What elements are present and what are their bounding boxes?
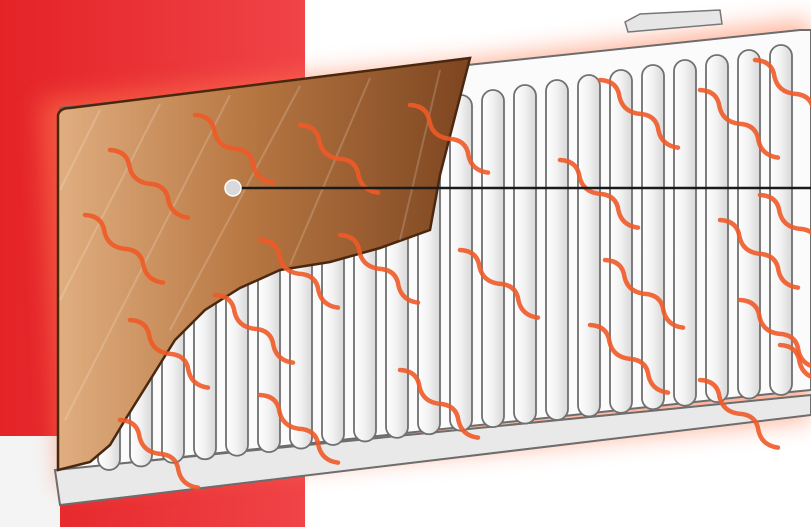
radiator-fin bbox=[738, 50, 760, 399]
radiator-fin bbox=[578, 75, 600, 416]
radiator-fin bbox=[706, 55, 728, 402]
pointer-dot bbox=[225, 180, 241, 196]
radiator-fin bbox=[674, 60, 696, 406]
radiator-fin bbox=[546, 80, 568, 420]
mounting-bracket bbox=[625, 10, 722, 32]
wall-gap bbox=[0, 436, 60, 527]
radiator-fin bbox=[514, 85, 536, 424]
radiator-fin bbox=[610, 70, 632, 413]
radiator-fin bbox=[450, 95, 472, 431]
radiator-fin bbox=[482, 90, 504, 427]
